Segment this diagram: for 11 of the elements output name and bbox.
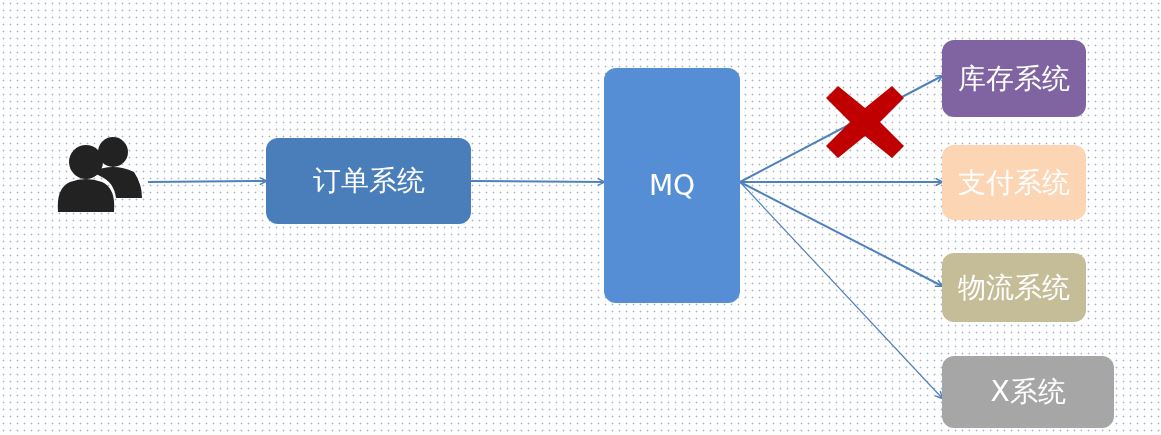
arrow: [147, 176, 268, 186]
arrow: [739, 181, 944, 400]
arrow: [470, 177, 606, 187]
system-box: 物流系统: [942, 253, 1086, 322]
system-box: X系统: [942, 356, 1114, 428]
arrow: [739, 181, 944, 287]
system-box: 支付系统: [942, 145, 1086, 220]
system-box: 库存系统: [942, 40, 1086, 117]
arrow: [739, 177, 944, 187]
queue-box: MQ: [604, 68, 740, 303]
process-box: 订单系统: [266, 138, 471, 224]
